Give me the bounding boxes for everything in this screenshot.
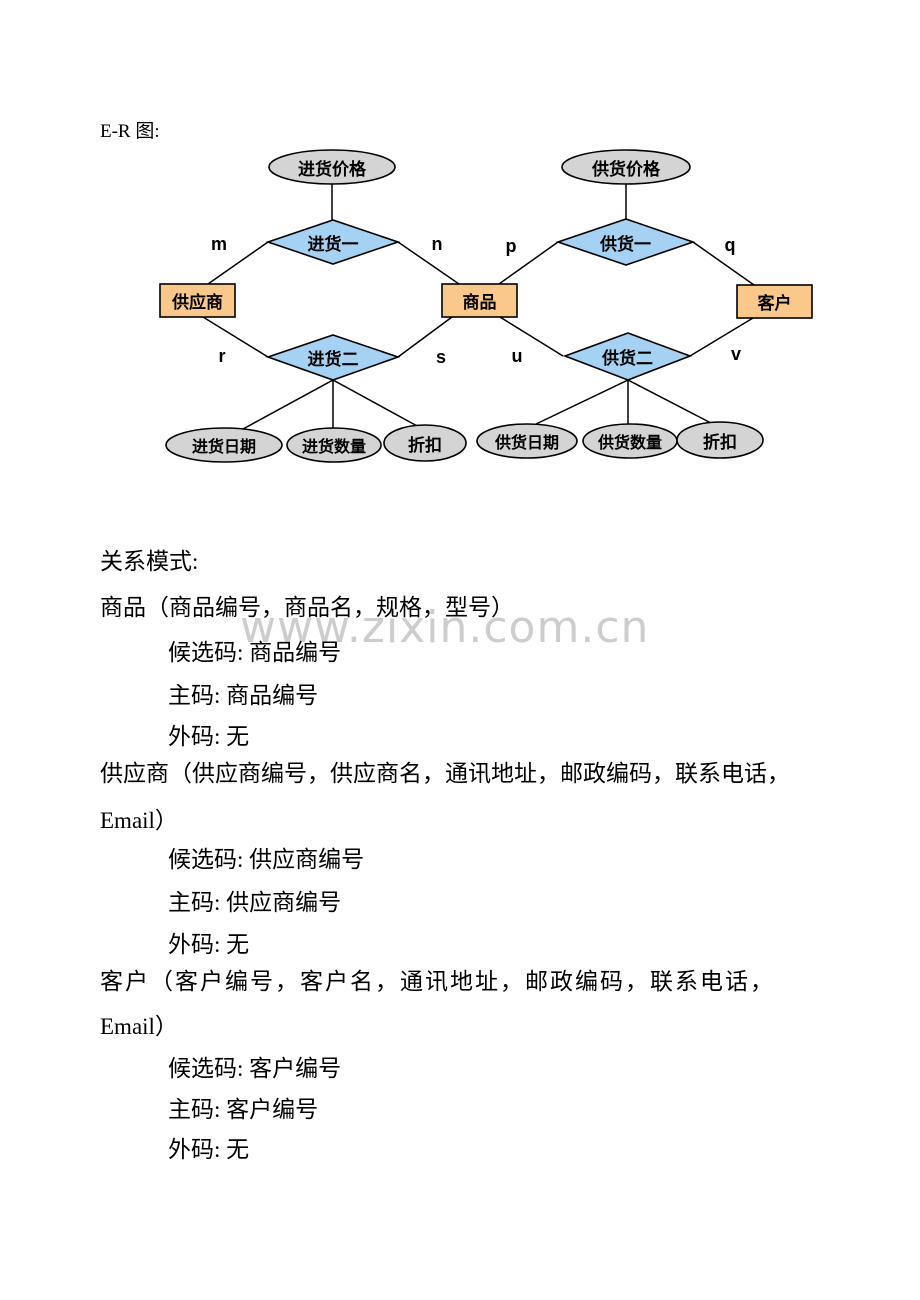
relationship-diamond-supply-1 xyxy=(555,218,696,266)
schema-line-customer-email: Email） xyxy=(100,1014,178,1039)
relationship-diamond-supply-2 xyxy=(562,332,693,381)
attribute-ellipse-supply-price xyxy=(561,149,691,185)
cardinality-v: v xyxy=(730,343,741,364)
relationship-label-purchase-2: 进货二 xyxy=(307,350,359,369)
schema-line-goods-candidate-key: 候选码: 商品编号 xyxy=(168,640,342,665)
schema-heading: 关系模式: xyxy=(100,549,199,574)
er-diagram-heading: E-R 图: xyxy=(100,121,160,142)
cardinality-p: p xyxy=(505,235,517,256)
er-diagram xyxy=(159,149,813,463)
attribute-label-discount-2: 折扣 xyxy=(703,432,737,452)
attribute-label-purchase-date: 进货日期 xyxy=(191,439,256,456)
relationship-label-purchase-1: 进货一 xyxy=(307,234,359,254)
cardinality-n: n xyxy=(431,233,443,254)
attribute-label-supply-qty: 供货数量 xyxy=(597,435,662,452)
entity-label-supplier: 供应商 xyxy=(172,293,223,312)
watermark: www.zixin.com.cn xyxy=(240,602,650,653)
relationship-label-supply-2: 供货二 xyxy=(602,349,653,368)
attribute-ellipse-discount-1 xyxy=(383,424,467,462)
attribute-ellipse-purchase-date xyxy=(165,427,283,463)
schema-line-customer-candidate-key: 候选码: 客户编号 xyxy=(168,1056,342,1081)
relationship-diamond-purchase-2 xyxy=(265,334,401,381)
entity-label-goods: 商品 xyxy=(462,293,497,312)
relationship-diamond-purchase-1 xyxy=(265,219,401,265)
schema-line-customer: 客户（客户编号，客户名，通讯地址，邮政编码，联系电话， xyxy=(100,969,775,994)
attribute-label-purchase-qty: 进货数量 xyxy=(301,439,366,456)
cardinality-u: u xyxy=(511,345,523,366)
attribute-label-discount-1: 折扣 xyxy=(408,435,442,455)
attribute-ellipse-purchase-qty xyxy=(286,427,382,463)
cardinality-q: q xyxy=(724,234,736,255)
attribute-label-supply-price: 供货价格 xyxy=(592,159,660,179)
attribute-ellipse-discount-2 xyxy=(676,421,764,459)
attribute-label-supply-date: 供货日期 xyxy=(494,435,559,452)
schema-line-goods: 商品（商品编号，商品名，规格，型号） xyxy=(100,595,514,620)
schema-line-supplier-candidate-key: 候选码: 供应商编号 xyxy=(168,847,365,872)
connector-lines xyxy=(202,183,755,430)
schema-line-customer-primary-key: 主码: 客户编号 xyxy=(168,1097,319,1122)
entity-rect-supplier xyxy=(159,283,236,318)
cardinality-r: r xyxy=(218,345,226,366)
cardinality-m: m xyxy=(210,233,227,254)
relationship-label-supply-1: 供货一 xyxy=(600,234,651,254)
entity-label-customer: 客户 xyxy=(757,294,792,313)
attribute-ellipse-purchase-price xyxy=(268,149,396,185)
schema-line-supplier-primary-key: 主码: 供应商编号 xyxy=(168,890,342,915)
entity-rect-customer xyxy=(736,284,813,319)
entity-rect-goods xyxy=(441,283,518,318)
cardinality-s: s xyxy=(435,346,446,367)
schema-line-goods-primary-key: 主码: 商品编号 xyxy=(168,683,319,708)
schema-line-supplier-foreign-key: 外码: 无 xyxy=(168,932,250,957)
attribute-ellipse-supply-date xyxy=(476,423,578,459)
attribute-label-purchase-price: 进货价格 xyxy=(298,159,366,179)
schema-line-supplier: 供应商（供应商编号，供应商名，通讯地址，邮政编码，联系电话， xyxy=(100,761,790,786)
schema-line-supplier-email: Email） xyxy=(100,808,178,833)
schema-line-customer-foreign-key: 外码: 无 xyxy=(168,1137,250,1162)
schema-line-goods-foreign-key: 外码: 无 xyxy=(168,724,250,749)
